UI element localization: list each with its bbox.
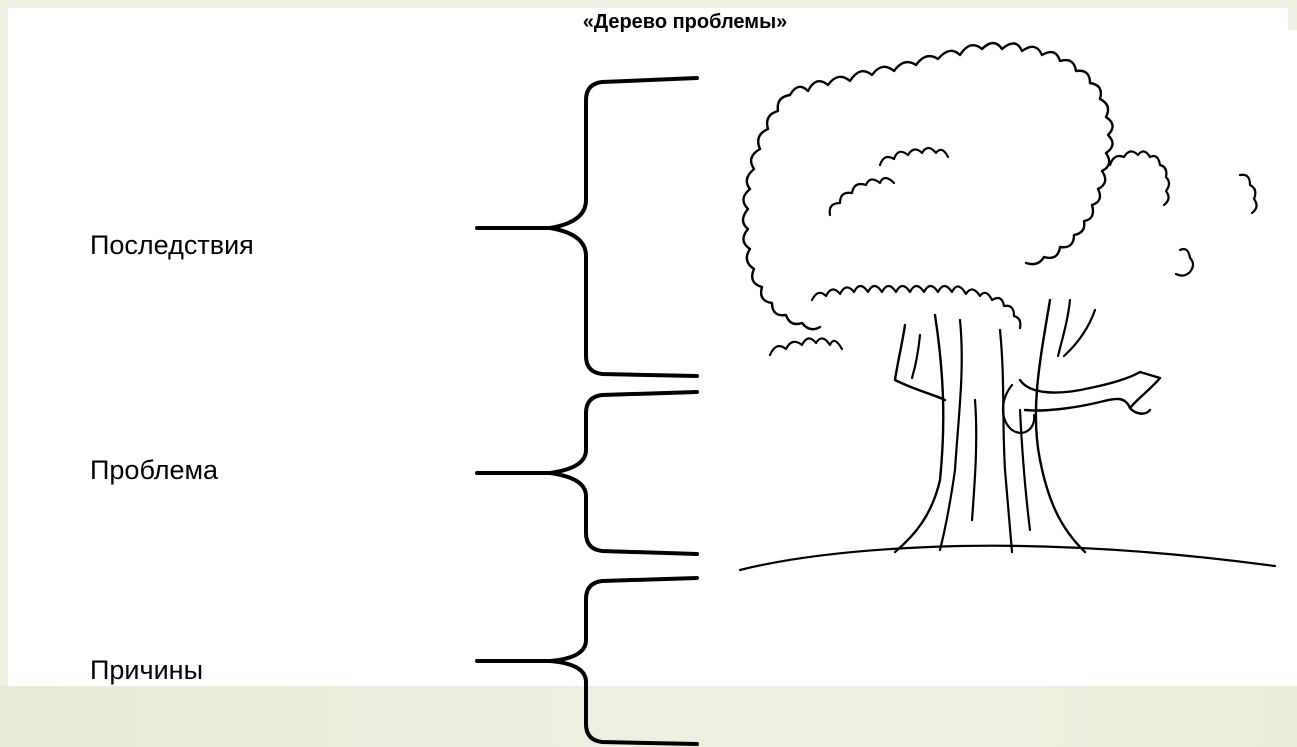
brace-problem (477, 392, 697, 554)
brace-consequences (477, 78, 697, 376)
tree-icon (740, 43, 1275, 570)
brace-causes (477, 578, 697, 744)
